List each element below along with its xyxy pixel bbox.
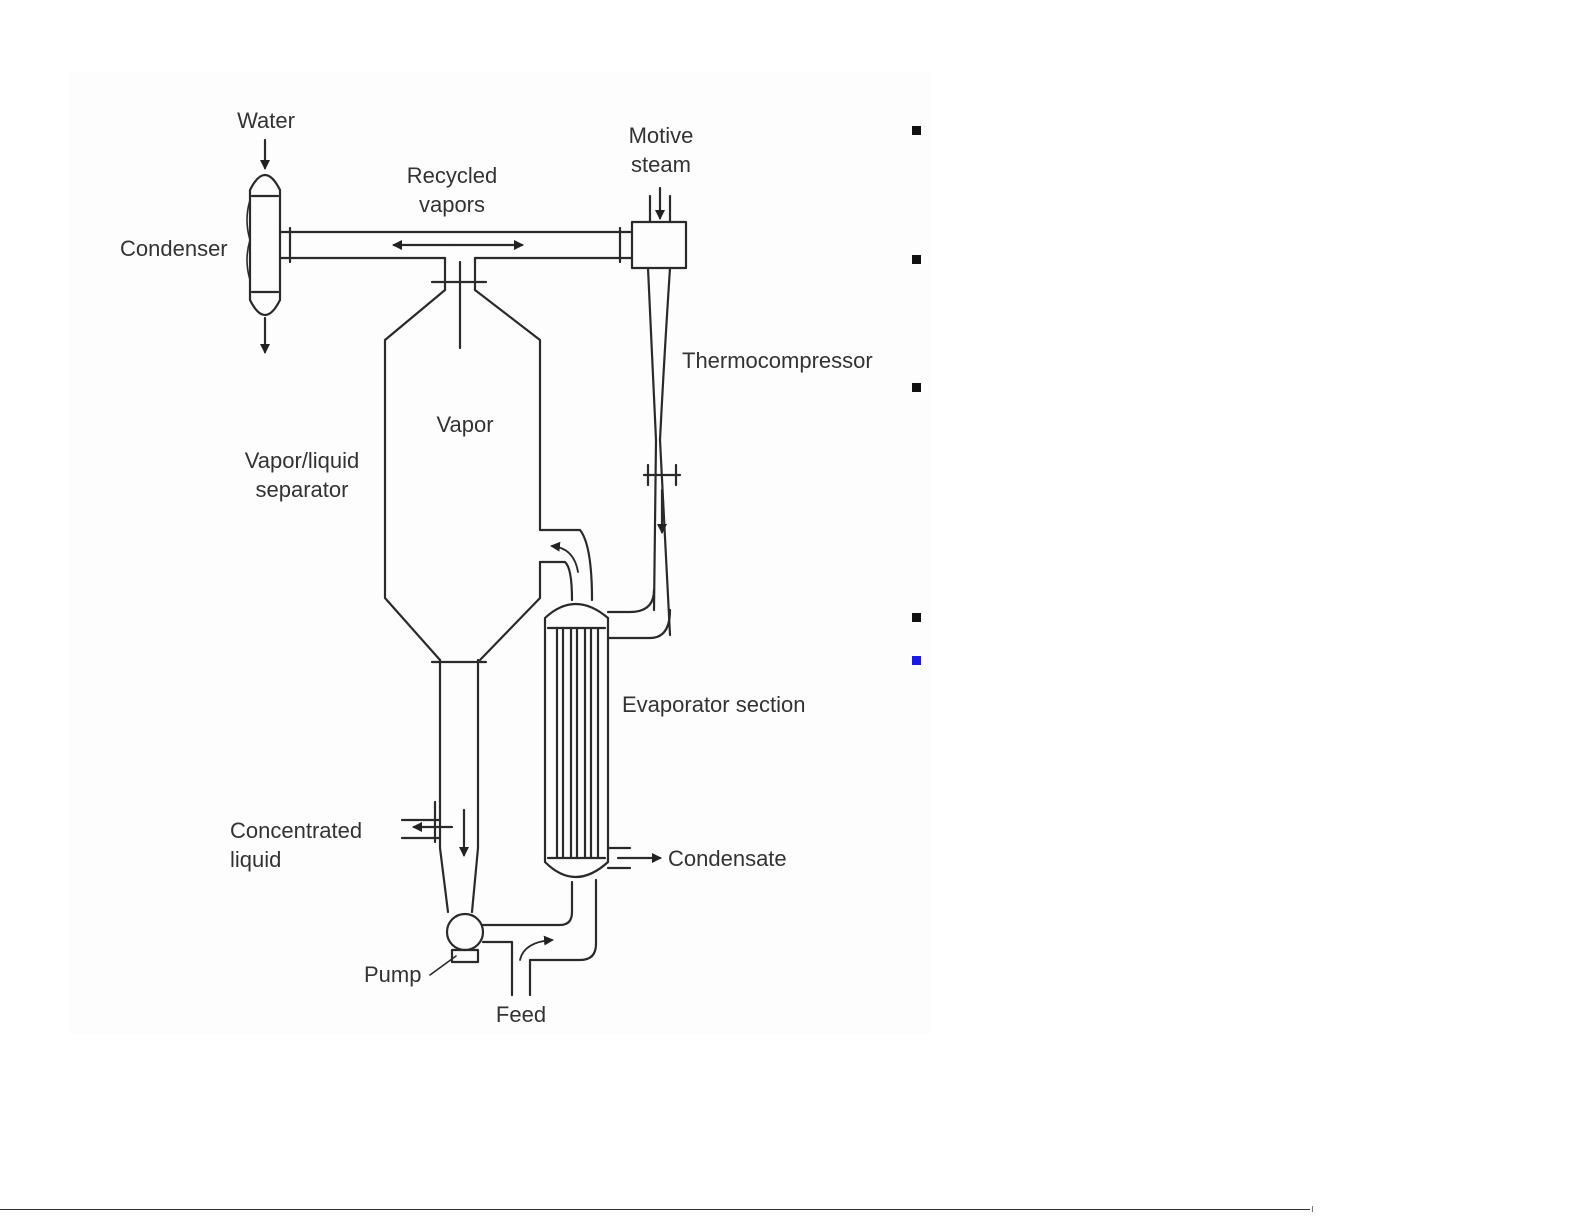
pump (447, 914, 483, 962)
label-motive-steam-1: Motive (629, 123, 694, 148)
label-pump: Pump (364, 962, 421, 987)
label-recycled-vapors-2: vapors (419, 192, 485, 217)
pump-leader-line (430, 956, 456, 975)
evaporator-section (545, 590, 670, 877)
label-vapor: Vapor (436, 412, 493, 437)
label-evaporator-section: Evaporator section (622, 692, 805, 717)
feed-arrow (520, 940, 552, 960)
feed-loop (483, 880, 596, 995)
label-condensate: Condensate (668, 846, 787, 871)
bullet-marker-1 (912, 126, 921, 135)
bullet-marker-5 (912, 656, 921, 665)
evaporator-diagram-panel: Water Motive steam Recycled vapors Conde… (70, 72, 930, 1034)
label-concentrated-1: Concentrated (230, 818, 362, 843)
label-motive-steam-2: steam (631, 152, 691, 177)
vapor-liquid-separator (385, 258, 592, 662)
condenser-vessel (247, 175, 280, 315)
label-condenser: Condenser (120, 236, 228, 261)
label-concentrated-2: liquid (230, 847, 281, 872)
label-separator-1: Vapor/liquid (245, 448, 360, 473)
downcomer-pipe (402, 660, 478, 912)
bullet-marker-4 (912, 613, 921, 622)
label-separator-2: separator (256, 477, 349, 502)
footer-tick (1312, 1206, 1313, 1212)
recirculation-arrow (552, 546, 578, 572)
label-thermocompressor: Thermocompressor (682, 348, 873, 373)
label-feed: Feed (496, 1002, 546, 1027)
bullet-marker-3 (912, 383, 921, 392)
label-water: Water (237, 108, 295, 133)
thermocompressor (632, 196, 686, 635)
label-recycled-vapors-1: Recycled (407, 163, 497, 188)
bullet-marker-2 (912, 255, 921, 264)
footer-divider (0, 1209, 1310, 1210)
